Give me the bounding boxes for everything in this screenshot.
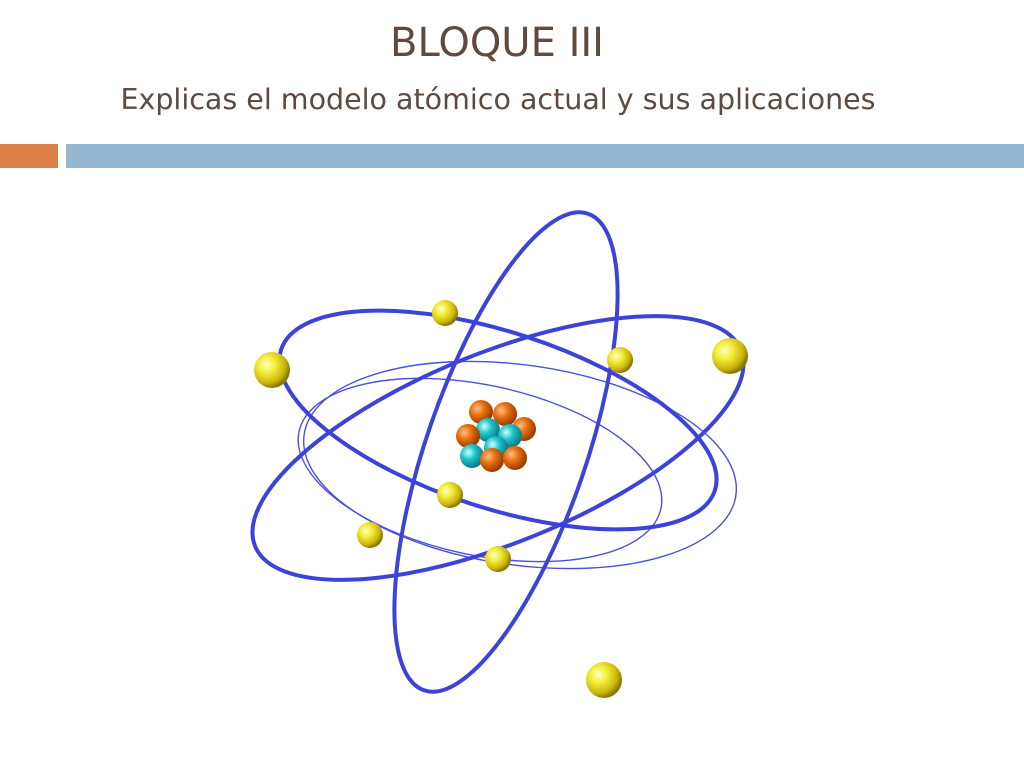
orbit-thick-3 bbox=[392, 210, 620, 694]
proton bbox=[469, 400, 493, 424]
electron bbox=[485, 546, 511, 572]
electron bbox=[357, 522, 383, 548]
slide-title-text: BLOQUE III bbox=[390, 20, 604, 66]
electron bbox=[607, 347, 633, 373]
neutron bbox=[476, 418, 500, 442]
electron bbox=[712, 338, 748, 374]
proton bbox=[503, 446, 527, 470]
accent-bar bbox=[0, 144, 58, 168]
electron bbox=[437, 482, 463, 508]
electron bbox=[432, 300, 458, 326]
electrons bbox=[254, 300, 748, 698]
proton bbox=[493, 402, 517, 426]
thick-orbits bbox=[250, 210, 746, 694]
nucleus bbox=[456, 400, 536, 472]
electron bbox=[254, 352, 290, 388]
proton bbox=[480, 448, 504, 472]
slide-subtitle: Explicas el modelo atómico actual y sus … bbox=[0, 79, 1024, 121]
neutron bbox=[460, 444, 484, 468]
orbit-thick-2 bbox=[277, 308, 719, 532]
orbit-thin-2 bbox=[297, 377, 663, 563]
electron bbox=[586, 662, 622, 698]
divider-bar bbox=[66, 144, 1024, 168]
slide-title: BLOQUE III bbox=[0, 14, 1024, 72]
slide-subtitle-text: Explicas el modelo atómico actual y sus … bbox=[120, 83, 876, 116]
proton bbox=[456, 424, 480, 448]
